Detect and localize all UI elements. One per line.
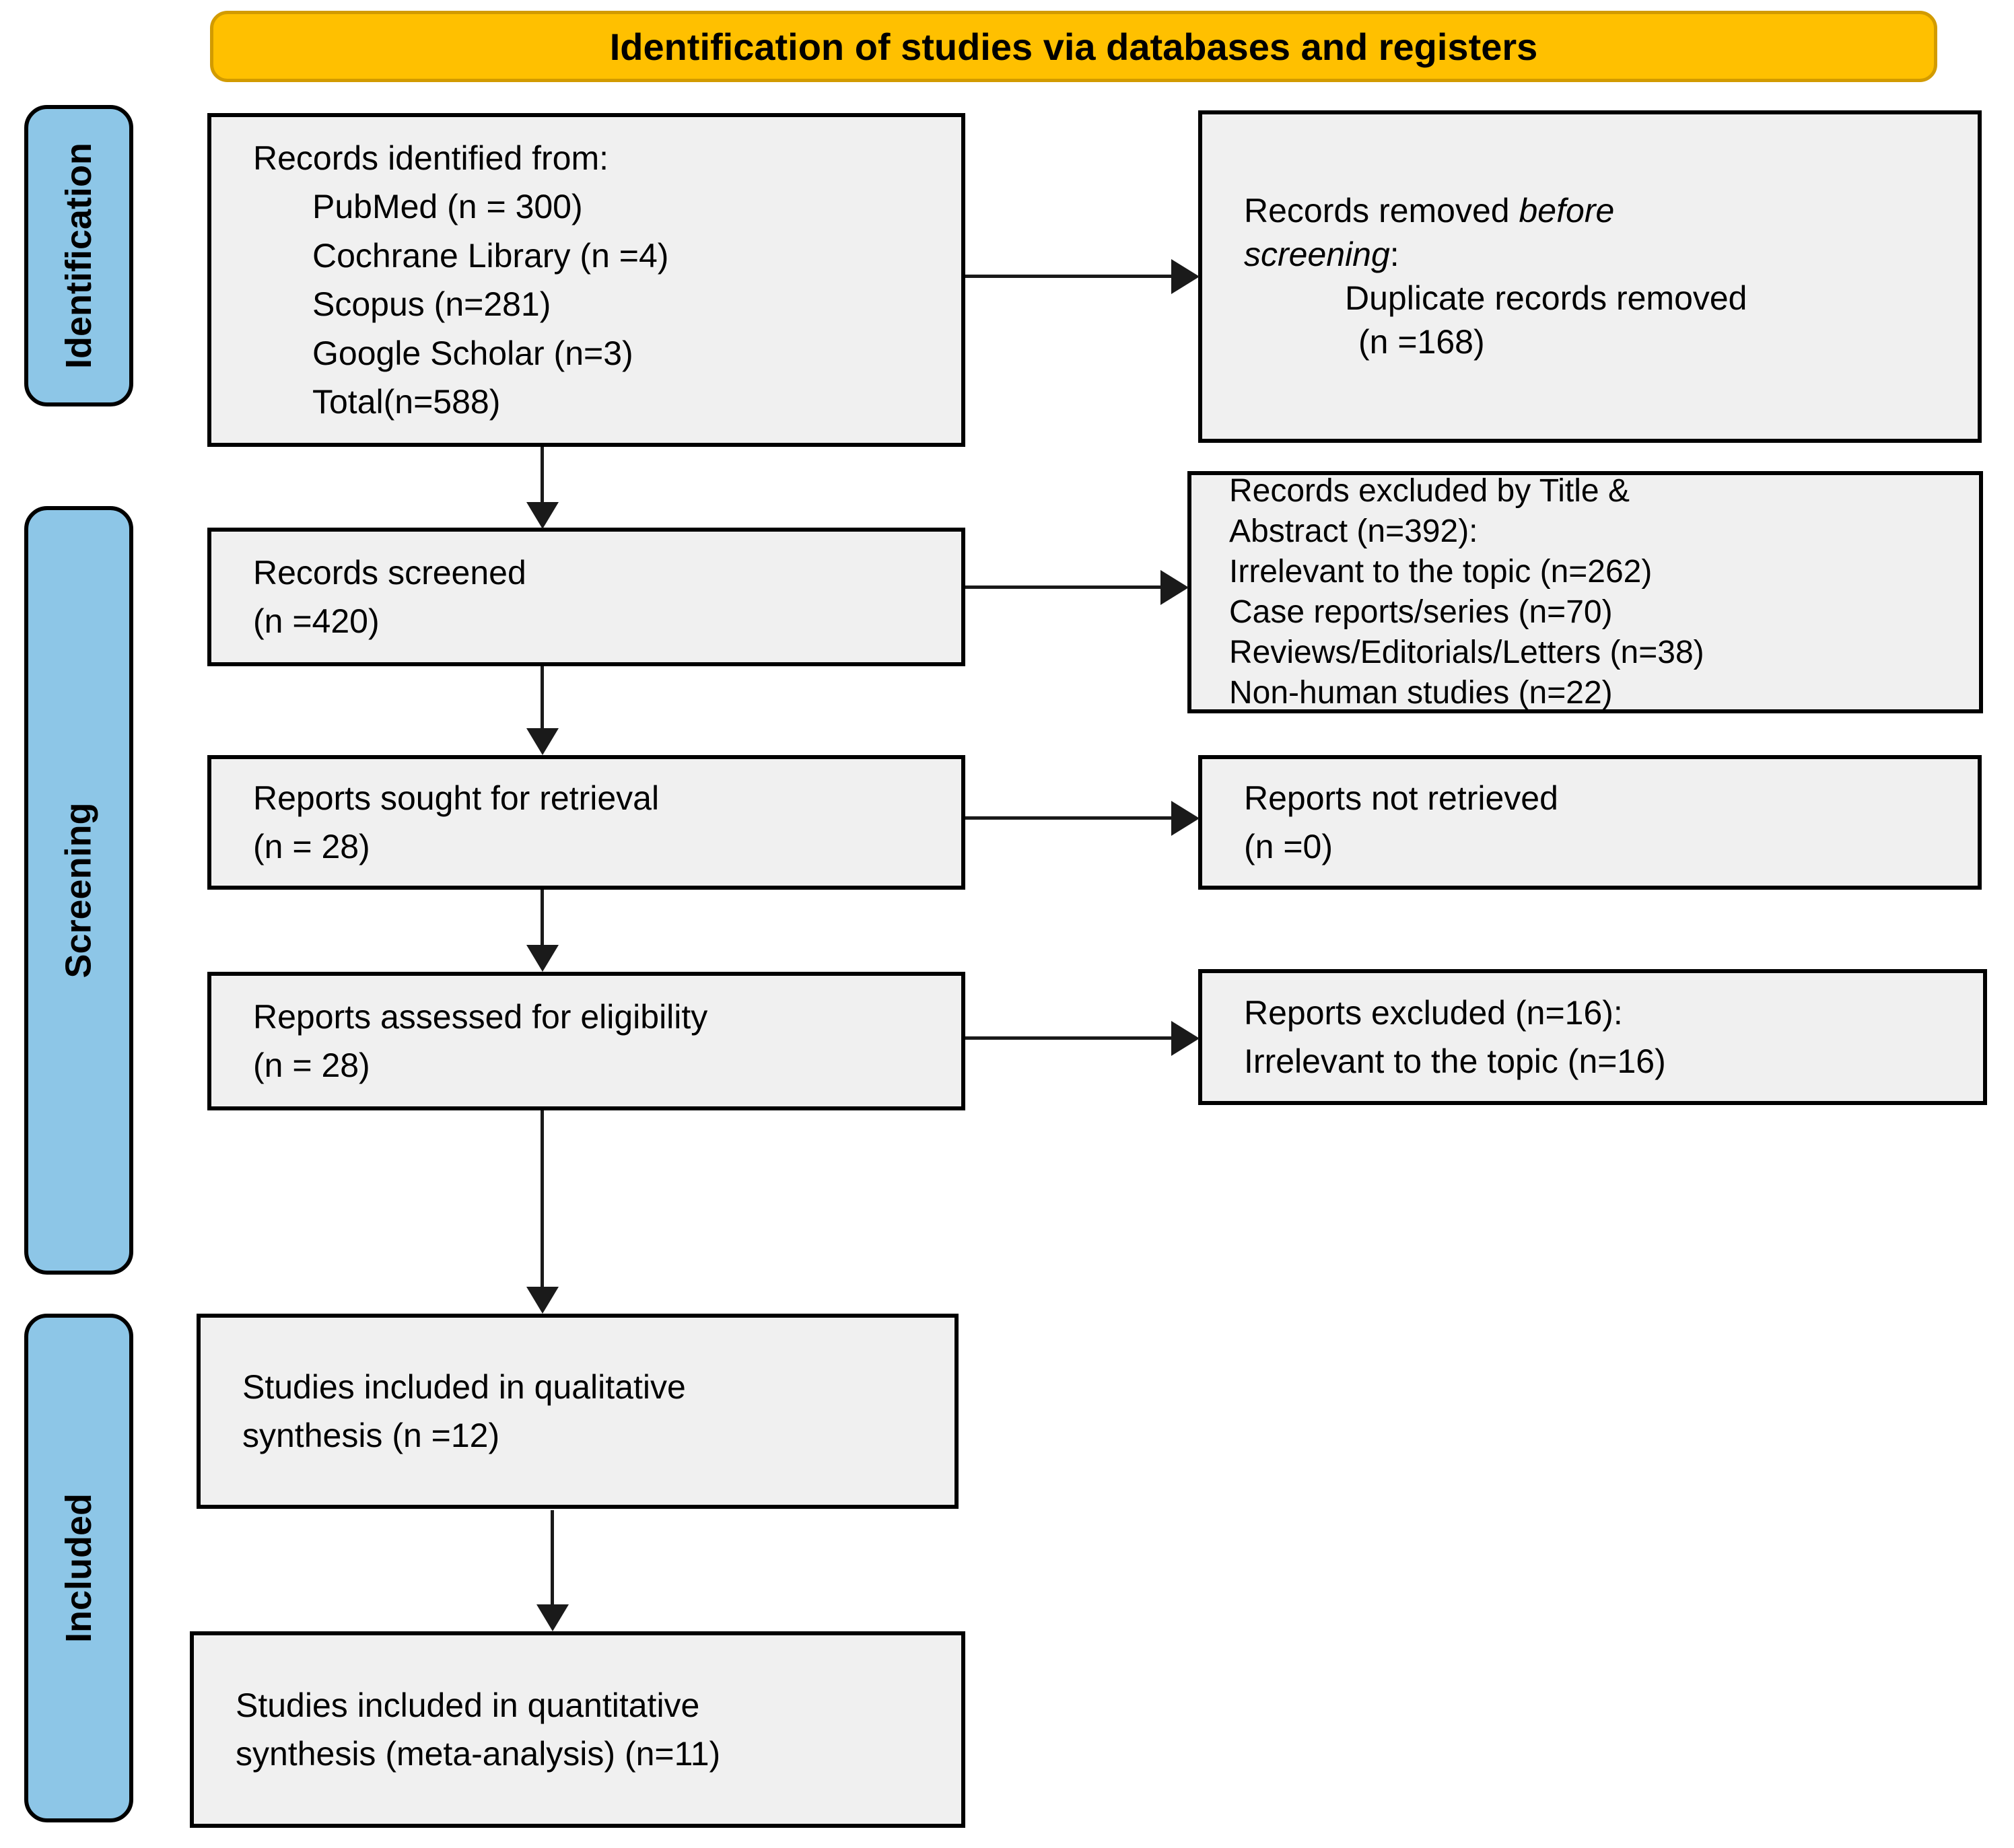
box-qualitative-synthesis: Studies included in qualitative synthesi… — [197, 1314, 959, 1509]
records-removed-italic: before screening — [1244, 192, 1615, 273]
box-reports-assessed: Reports assessed for eligibility (n = 28… — [207, 972, 965, 1110]
excluded-ta-line1: Records excluded by Title & — [1229, 473, 1630, 509]
box-records-excluded-title-abstract: Records excluded by Title & Abstract (n=… — [1187, 471, 1983, 713]
arrow-screened-to-excluded — [965, 585, 1160, 589]
arrow-sought-to-not-retrieved — [965, 816, 1171, 820]
reports-not-retrieved-label: Reports not retrieved — [1244, 779, 1558, 817]
arrow-assessed-to-reports-excluded — [965, 1036, 1171, 1040]
banner-title: Identification of studies via databases … — [210, 11, 1937, 82]
records-screened-label: Records screened — [253, 553, 526, 592]
arrow-identified-to-screened — [541, 447, 544, 502]
records-removed-prefix: Records removed — [1244, 192, 1519, 229]
qualitative-line1: Studies included in qualitative — [242, 1367, 686, 1406]
excluded-ta-reviews: Reviews/Editorials/Letters (n=38) — [1229, 635, 1704, 670]
box-reports-not-retrieved: Reports not retrieved (n =0) — [1198, 755, 1982, 890]
box-reports-sought: Reports sought for retrieval (n = 28) — [207, 755, 965, 890]
stage-label-screening: Screening — [24, 506, 133, 1275]
excluded-ta-nonhuman: Non-human studies (n=22) — [1229, 675, 1613, 711]
reports-not-retrieved-count: (n =0) — [1244, 828, 1333, 865]
stage-label-identification-text: Identification — [59, 143, 99, 369]
box-records-removed-before-screening: Records removed before screening: Duplic… — [1198, 110, 1982, 443]
records-identified-total: Total(n=588) — [312, 383, 501, 421]
reports-assessed-count: (n = 28) — [253, 1046, 370, 1084]
duplicate-records-count: (n =168) — [1358, 323, 1485, 361]
excluded-ta-line2: Abstract (n=392): — [1229, 513, 1478, 549]
reports-sought-count: (n = 28) — [253, 828, 370, 865]
stage-label-included: Included — [24, 1314, 133, 1822]
reports-excluded-reason: Irrelevant to the topic (n=16) — [1244, 1042, 1666, 1080]
arrow-identified-to-removed — [965, 275, 1171, 278]
stage-label-included-text: Included — [59, 1493, 100, 1643]
arrow-qualitative-to-quantitative — [551, 1510, 554, 1604]
records-identified-pubmed: PubMed (n = 300) — [312, 188, 583, 225]
reports-assessed-label: Reports assessed for eligibility — [253, 997, 708, 1036]
records-identified-scopus: Scopus (n=281) — [312, 285, 551, 323]
records-identified-google-scholar: Google Scholar (n=3) — [312, 334, 633, 372]
records-removed-suffix: : — [1389, 236, 1399, 273]
records-removed-heading: Records removed before screening: — [1202, 189, 1756, 277]
reports-sought-label: Reports sought for retrieval — [253, 779, 660, 817]
arrow-assessed-to-qualitative — [541, 1110, 544, 1287]
box-records-screened: Records screened (n =420) — [207, 528, 965, 666]
excluded-ta-irrelevant: Irrelevant to the topic (n=262) — [1229, 554, 1653, 590]
records-screened-count: (n =420) — [253, 602, 380, 640]
arrow-sought-to-assessed — [541, 890, 544, 945]
records-identified-cochrane: Cochrane Library (n =4) — [312, 236, 669, 275]
arrow-screened-to-sought — [541, 666, 544, 728]
box-reports-excluded: Reports excluded (n=16): Irrelevant to t… — [1198, 969, 1987, 1105]
stage-label-identification: Identification — [24, 105, 133, 406]
box-records-identified: Records identified from: PubMed (n = 300… — [207, 113, 965, 447]
quantitative-line2: synthesis (meta-analysis) (n=11) — [236, 1735, 721, 1773]
reports-excluded-label: Reports excluded (n=16): — [1244, 993, 1623, 1032]
duplicate-records-removed: Duplicate records removed — [1345, 279, 1747, 317]
records-identified-heading: Records identified from: — [253, 139, 609, 177]
excluded-ta-case-reports: Case reports/series (n=70) — [1229, 594, 1613, 630]
box-quantitative-synthesis: Studies included in quantitative synthes… — [190, 1631, 965, 1828]
qualitative-line2: synthesis (n =12) — [242, 1417, 500, 1454]
stage-label-screening-text: Screening — [59, 802, 99, 979]
quantitative-line1: Studies included in quantitative — [236, 1686, 700, 1724]
